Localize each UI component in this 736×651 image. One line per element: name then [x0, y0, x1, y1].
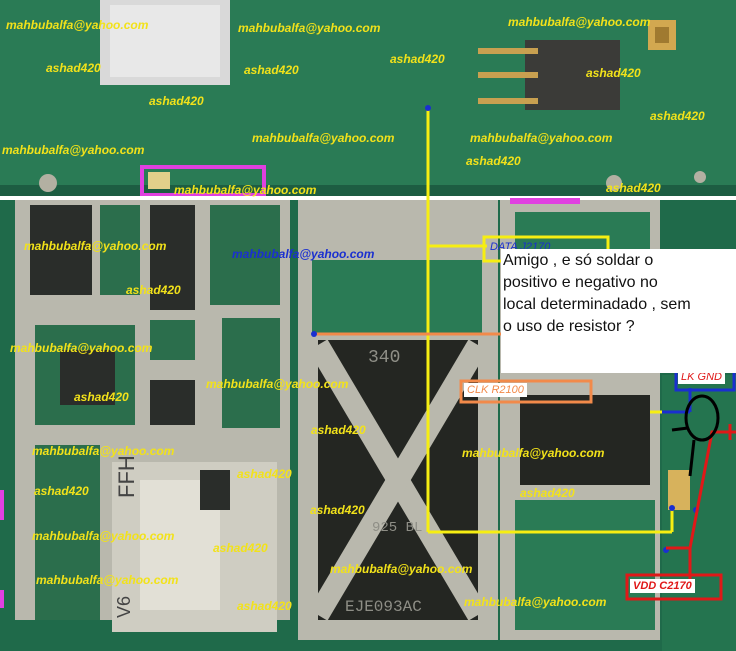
question-line: local determinadado , sem	[503, 296, 691, 313]
test-point	[425, 105, 431, 111]
sim-bottom-marking: V6	[114, 595, 134, 618]
test-point	[311, 331, 317, 337]
highlight-component	[148, 172, 170, 189]
watermark-handle: ashad420	[650, 109, 705, 123]
highlight-edge	[0, 490, 4, 520]
round-pad	[39, 174, 57, 192]
watermark-email: mahbubalfa@yahoo.com	[36, 573, 179, 587]
watermark-email: mahbubalfa@yahoo.com	[238, 21, 381, 35]
gnd-label: LK GND	[678, 370, 725, 384]
chip-cell	[30, 205, 92, 295]
test-pad	[668, 470, 690, 510]
watermark-handle: ashad420	[310, 503, 365, 517]
highlight-box	[140, 165, 266, 197]
right-cell	[515, 500, 655, 630]
antenna-pad-inner	[655, 27, 669, 43]
blurred-label-inner	[110, 5, 220, 77]
watermark-handle: ashad420	[74, 390, 129, 404]
watermark-handle: ashad420	[466, 154, 521, 168]
watermark-email: mahbubalfa@yahoo.com	[232, 247, 375, 261]
watermark-handle: ashad420	[237, 599, 292, 613]
highlight-edge	[510, 198, 580, 204]
watermark-email: mahbubalfa@yahoo.com	[32, 444, 175, 458]
watermark-handle: ashad420	[213, 541, 268, 555]
watermark-email: mahbubalfa@yahoo.com	[330, 562, 473, 576]
chip	[150, 380, 195, 425]
watermark-email: mahbubalfa@yahoo.com	[470, 131, 613, 145]
watermark-handle: ashad420	[606, 181, 661, 195]
watermark-email: mahbubalfa@yahoo.com	[32, 529, 175, 543]
connector-pin	[478, 72, 538, 78]
chip	[60, 350, 115, 405]
watermark-email: mahbubalfa@yahoo.com	[206, 377, 349, 391]
chip-cell	[150, 320, 195, 360]
watermark-handle: ashad420	[46, 61, 101, 75]
ram-code-marking: 925 BL	[372, 520, 423, 536]
vdd-label: VDD C2170	[630, 579, 695, 593]
connector-block	[525, 40, 620, 110]
highlight-edge	[0, 590, 4, 608]
watermark-email: mahbubalfa@yahoo.com	[174, 183, 317, 197]
watermark-handle: ashad420	[126, 283, 181, 297]
watermark-handle: ashad420	[237, 467, 292, 481]
watermark-handle: ashad420	[586, 66, 641, 80]
question-note: Amigo , e só soldar o positivo e negativ…	[503, 250, 735, 338]
watermark-handle: ashad420	[149, 94, 204, 108]
battery-negative-mark	[684, 394, 720, 442]
negative-sign	[671, 426, 689, 432]
chip-cell	[150, 205, 195, 310]
round-pad	[606, 175, 622, 191]
shield-brace	[308, 339, 488, 621]
watermark-email: mahbubalfa@yahoo.com	[6, 18, 149, 32]
ram-bottom-marking: EJE093AC	[345, 598, 422, 616]
connector-pin	[478, 48, 538, 54]
clk-label: CLK R2100	[464, 383, 527, 397]
watermark-handle: ashad420	[390, 52, 445, 66]
clk-label-frame	[459, 379, 593, 404]
watermark-handle: ashad420	[311, 423, 366, 437]
question-line: Amigo , e só soldar o	[503, 252, 654, 269]
question-note-box	[501, 249, 736, 373]
round-pad	[694, 171, 706, 183]
center-cell	[312, 260, 482, 335]
connector-pin	[478, 98, 538, 104]
watermark-email: mahbubalfa@yahoo.com	[252, 131, 395, 145]
watermark-handle: ashad420	[520, 486, 575, 500]
chip	[520, 395, 650, 485]
vdd-trace	[666, 430, 728, 550]
watermark-handle: ashad420	[244, 63, 299, 77]
watermark-email: mahbubalfa@yahoo.com	[462, 446, 605, 460]
watermark-email: mahbubalfa@yahoo.com	[24, 239, 167, 253]
chip-cell	[100, 205, 140, 295]
image-divider	[0, 196, 736, 200]
sim-marking: FFH	[114, 455, 139, 498]
sim-contact	[200, 470, 230, 510]
question-line: o uso de resistor ?	[503, 318, 635, 335]
question-line: positivo e negativo no	[503, 274, 658, 291]
vdd-label-frame	[625, 573, 723, 601]
test-point	[669, 505, 675, 511]
watermark-email: mahbubalfa@yahoo.com	[2, 143, 145, 157]
chip-cell	[222, 318, 280, 428]
negative-lead	[688, 439, 696, 477]
watermark-email: mahbubalfa@yahoo.com	[464, 595, 607, 609]
chip-cell	[210, 205, 280, 305]
right-edge-board	[662, 375, 736, 651]
watermark-email: mahbubalfa@yahoo.com	[508, 15, 651, 29]
ram-marking: 340	[368, 348, 401, 368]
chip-cell	[35, 445, 100, 620]
watermark-email: mahbubalfa@yahoo.com	[10, 341, 153, 355]
watermark-handle: ashad420	[34, 484, 89, 498]
